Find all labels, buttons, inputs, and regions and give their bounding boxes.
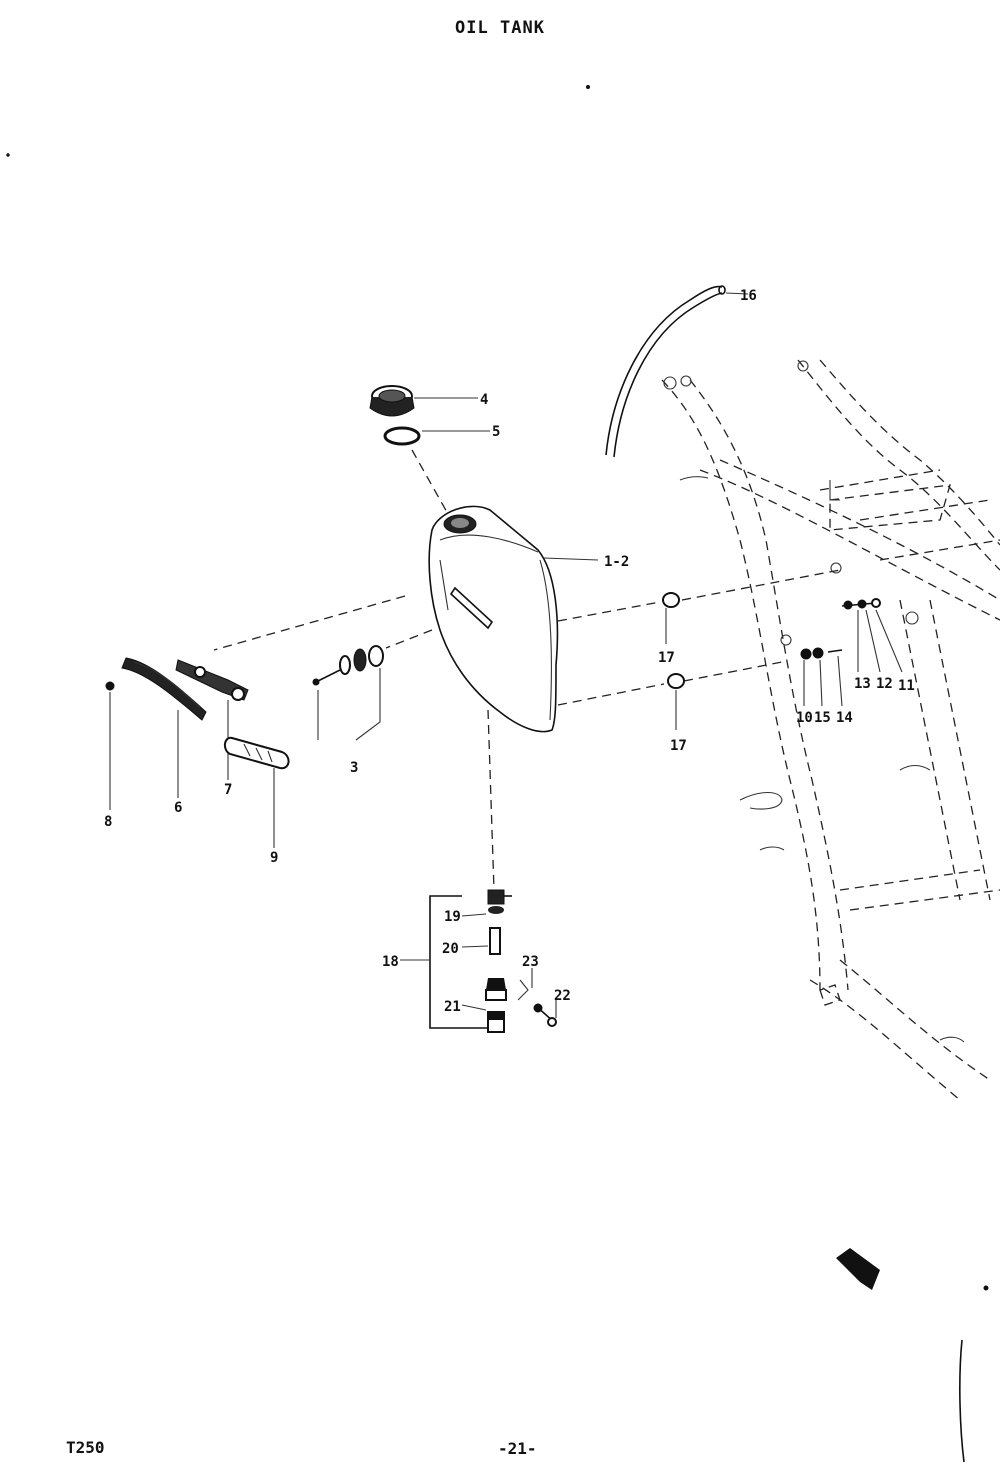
label-part-1-2: 1-2: [604, 554, 629, 570]
band-bracket: [175, 659, 249, 780]
label-part-16: 16: [740, 288, 757, 304]
lower-bracket-bolts: [800, 647, 843, 707]
tank-band: [121, 657, 207, 798]
grommet-upper: [662, 592, 680, 644]
oil-hose: [605, 285, 749, 458]
page-number: -21-: [498, 1439, 537, 1458]
label-part-9: 9: [270, 850, 278, 866]
label-part-6: 6: [174, 800, 182, 816]
label-part-12: 12: [876, 676, 893, 692]
label-part-22: 22: [554, 988, 571, 1004]
label-part-17-lower: 17: [670, 738, 687, 754]
label-part-19: 19: [444, 909, 461, 925]
outlet-fitting-set: [400, 889, 557, 1033]
label-part-15: 15: [814, 710, 831, 726]
label-part-5: 5: [492, 424, 500, 440]
frame-outline: [661, 359, 1000, 1101]
cap-gasket: [383, 426, 490, 446]
label-part-21: 21: [444, 999, 461, 1015]
grommet-lower: [667, 673, 685, 730]
tank-cap: [369, 385, 478, 417]
label-part-10: 10: [796, 710, 813, 726]
label-part-14: 14: [836, 710, 853, 726]
label-part-3: 3: [350, 760, 358, 776]
scan-artifacts: [6, 85, 989, 1463]
label-part-4: 4: [480, 392, 488, 408]
label-part-18: 18: [382, 954, 399, 970]
label-part-20: 20: [442, 941, 459, 957]
page-title: OIL TANK: [455, 18, 545, 38]
label-part-8: 8: [104, 814, 112, 830]
label-part-17-upper: 17: [658, 650, 675, 666]
level-gauge-set: [312, 645, 384, 741]
label-part-7: 7: [224, 782, 232, 798]
label-part-23: 23: [522, 954, 539, 970]
label-part-13: 13: [854, 676, 871, 692]
label-part-11: 11: [898, 678, 915, 694]
model-code: T250: [66, 1438, 105, 1457]
upper-bracket-bolts: [841, 598, 903, 673]
band-bolt: [105, 681, 115, 810]
rubber-cushion: [224, 736, 290, 848]
oil-tank-body: [428, 505, 599, 733]
